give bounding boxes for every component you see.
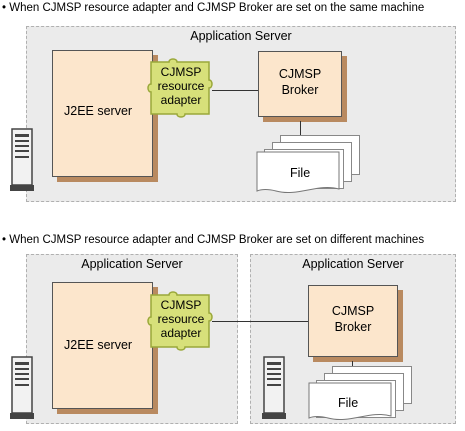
broker-label-line1: CJMSP — [278, 67, 322, 81]
puzzle-adapter-shape — [147, 58, 213, 118]
broker-file-line — [300, 121, 301, 135]
server-tower-icon-2 — [10, 356, 34, 419]
file-label-2: File — [338, 396, 359, 410]
adapter-label-line2: resource — [157, 79, 205, 93]
j2ee-server-label-2: J2EE server — [64, 338, 133, 352]
section1-caption: • When CJMSP resource adapter and CJMSP … — [2, 2, 425, 14]
adapter2-label-line1: CJMSP — [160, 298, 202, 312]
connection-line-2 — [212, 321, 308, 322]
adapter2-label-line3: adapter — [160, 326, 202, 340]
broker2-label-line1: CJMSP — [331, 304, 375, 318]
adapter-label: CJMSP resource adapter — [145, 65, 217, 107]
broker-box — [258, 51, 342, 117]
server-tower-icon — [10, 128, 34, 191]
section2-caption: • When CJMSP resource adapter and CJMSP … — [2, 234, 425, 246]
j2ee-server-label: J2EE server — [64, 104, 133, 118]
j2ee-server-box — [52, 50, 153, 177]
broker-label-2: CJMSP Broker — [308, 303, 398, 335]
puzzle-adapter-shape-2 — [147, 291, 213, 351]
broker2-label-line2: Broker — [334, 320, 372, 334]
server-tower-icon-3 — [262, 356, 286, 419]
app-server-title-1: Application Server — [81, 257, 183, 271]
adapter-label-line3: adapter — [160, 93, 202, 107]
broker-label-line2: Broker — [281, 83, 319, 97]
broker-label: CJMSP Broker — [258, 66, 342, 98]
broker-file-line-2 — [352, 361, 353, 367]
adapter-label-line1: CJMSP — [160, 65, 202, 79]
j2ee-server-box-2 — [52, 282, 153, 409]
adapter2-label-line2: resource — [157, 312, 205, 326]
file-label: File — [290, 166, 311, 180]
adapter-label-2: CJMSP resource adapter — [145, 298, 217, 340]
app-server-title-2: Application Server — [302, 257, 404, 271]
broker-box-2 — [308, 285, 398, 357]
connection-line — [212, 90, 260, 91]
app-server-title: Application Server — [190, 29, 292, 43]
